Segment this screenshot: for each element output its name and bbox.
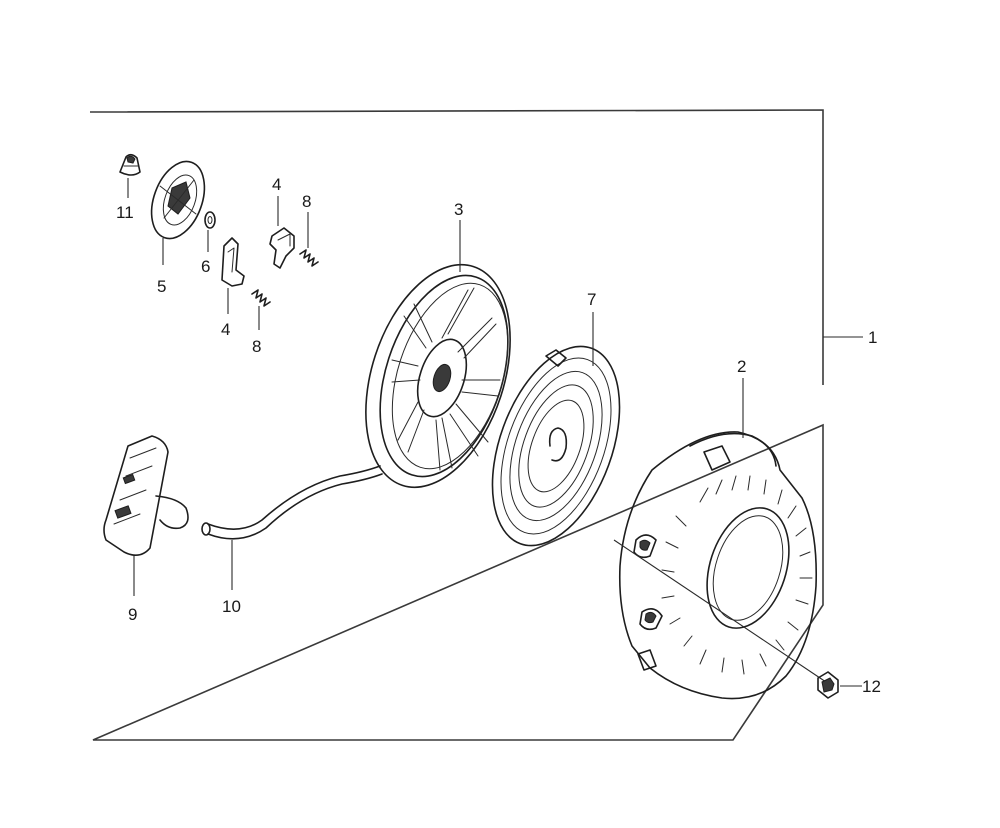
part-6-washer [204, 211, 216, 229]
label-1: 1 [868, 328, 877, 347]
label-3: 3 [454, 200, 463, 219]
part-10-starter-rope [201, 465, 383, 540]
assembly-frame [89, 109, 824, 741]
part-11-cap [119, 153, 141, 176]
label-7: 7 [587, 290, 596, 309]
part-2-starter-case [618, 431, 818, 700]
part-8-spring-upper [299, 249, 319, 267]
part-7-recoil-spring [491, 345, 621, 547]
label-11: 11 [116, 203, 134, 222]
part-12-bolt [613, 539, 839, 699]
label-8a: 8 [302, 192, 311, 211]
label-4a: 4 [272, 175, 281, 194]
part-8-spring-lower [251, 289, 271, 307]
label-5: 5 [157, 277, 166, 296]
part-5-ratchet-plate [150, 160, 206, 240]
label-4b: 4 [221, 320, 230, 339]
label-9: 9 [128, 605, 137, 624]
label-6: 6 [201, 257, 210, 276]
label-12: 12 [862, 677, 881, 696]
label-2: 2 [737, 357, 746, 376]
label-8b: 8 [252, 337, 261, 356]
part-4-pawl-lower [221, 237, 245, 287]
label-10: 10 [222, 597, 241, 616]
part-3-starter-reel [365, 263, 511, 489]
part-4-pawl-upper [269, 227, 295, 269]
part-9-starter-grip [103, 435, 189, 556]
